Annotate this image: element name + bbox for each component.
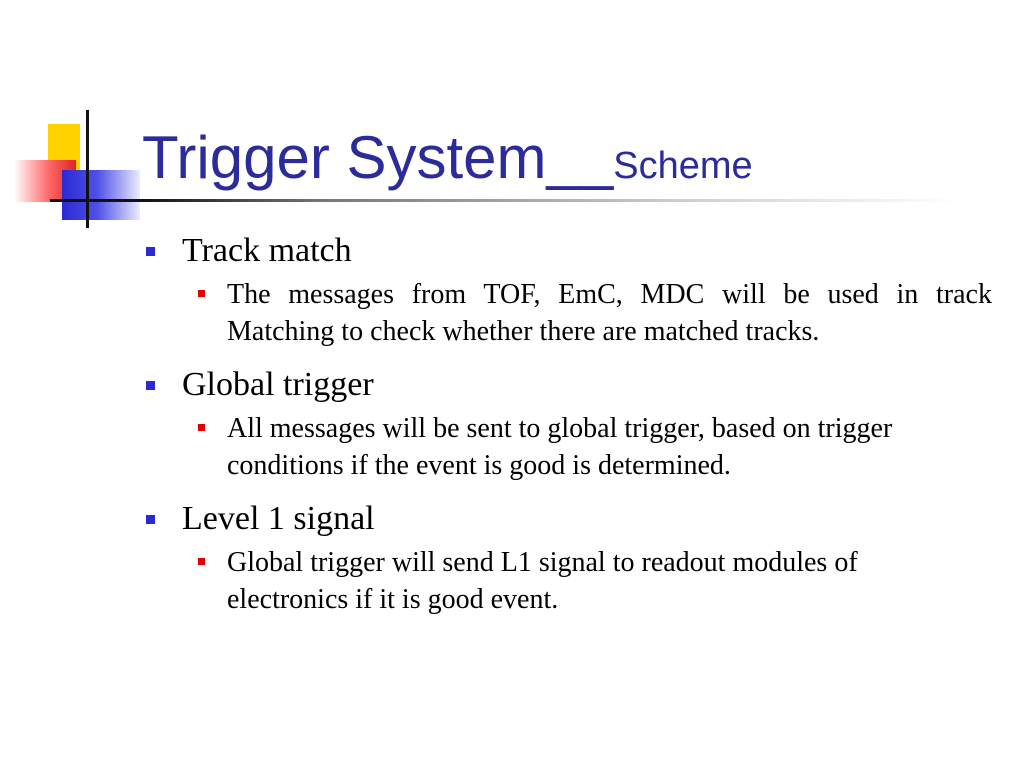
logo-vertical-line bbox=[86, 110, 89, 228]
title-main: Trigger System__ bbox=[142, 124, 614, 191]
bullet-list: Track match The messages from TOF, EmC, … bbox=[142, 230, 992, 632]
square-bullet-icon bbox=[146, 515, 155, 524]
sub-bullet-text: The messages from TOF, EmC, MDC will be … bbox=[227, 279, 992, 347]
sub-bullet-item: All messages will be sent to global trig… bbox=[182, 410, 992, 484]
decorative-logo bbox=[0, 100, 160, 240]
sub-bullet-item: Global trigger will send L1 signal to re… bbox=[182, 544, 992, 618]
sub-bullet-text: All messages will be sent to global trig… bbox=[227, 413, 893, 481]
bullet-text: Global trigger bbox=[182, 366, 374, 403]
bullet-item-track-match: Track match The messages from TOF, EmC, … bbox=[142, 230, 992, 350]
title-sub: Scheme bbox=[613, 145, 753, 187]
square-bullet-icon bbox=[198, 290, 205, 297]
sub-bullet-item: The messages from TOF, EmC, MDC will be … bbox=[182, 276, 992, 350]
bullet-text: Level 1 signal bbox=[182, 500, 375, 537]
logo-blue-square bbox=[62, 170, 140, 220]
bullet-item-level1-signal: Level 1 signal Global trigger will send … bbox=[142, 498, 992, 618]
bullet-item-global-trigger: Global trigger All messages will be sent… bbox=[142, 364, 992, 484]
title-underline bbox=[50, 199, 960, 202]
square-bullet-icon bbox=[198, 558, 205, 565]
square-bullet-icon bbox=[198, 424, 205, 431]
square-bullet-icon bbox=[146, 381, 155, 390]
slide-title: Trigger System__Scheme bbox=[142, 122, 753, 202]
bullet-text: Track match bbox=[182, 232, 352, 269]
square-bullet-icon bbox=[146, 247, 155, 256]
sub-bullet-text: Global trigger will send L1 signal to re… bbox=[227, 547, 858, 615]
